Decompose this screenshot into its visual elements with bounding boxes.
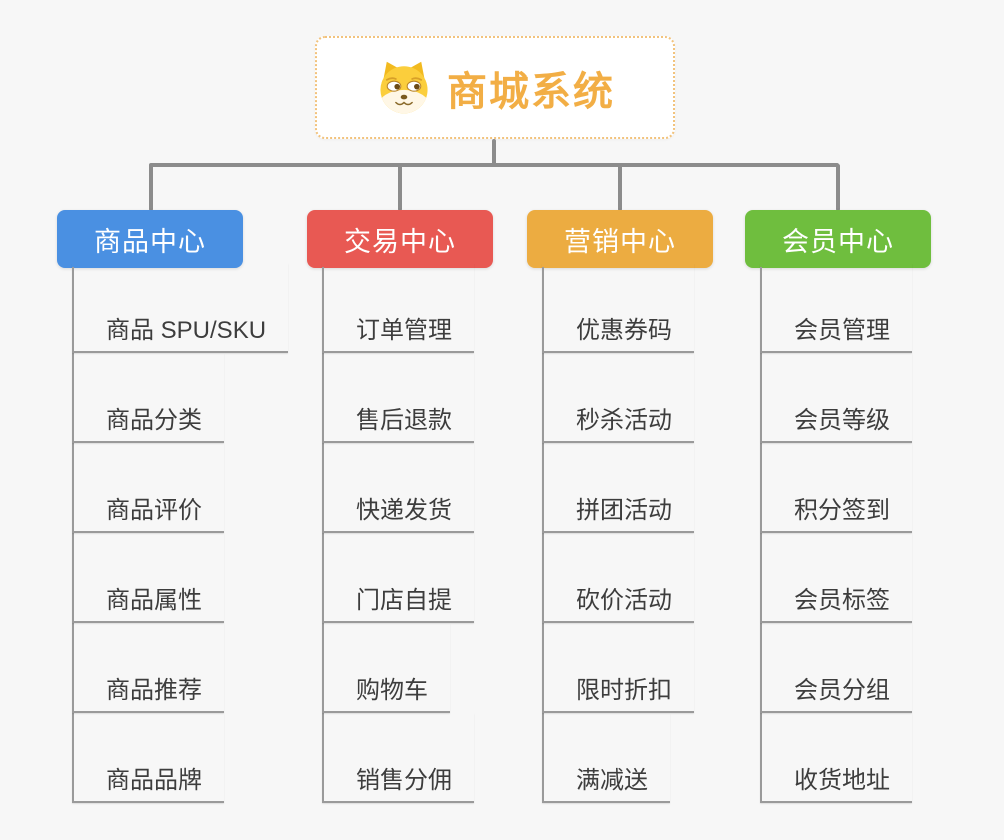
branch-item[interactable]: 门店自提 — [322, 533, 474, 623]
branch-item[interactable]: 商品属性 — [72, 533, 224, 623]
branch-items: 优惠券码 秒杀活动 拼团活动 砍价活动 限时折扣 满减送 — [542, 263, 694, 803]
branch-item[interactable]: 满减送 — [542, 713, 670, 803]
branch-item[interactable]: 销售分佣 — [322, 713, 474, 803]
branch-item[interactable]: 商品推荐 — [72, 623, 224, 713]
branch-item[interactable]: 秒杀活动 — [542, 353, 694, 443]
connector-drop-1 — [149, 164, 153, 211]
dog-face-icon — [380, 61, 428, 113]
branch-item[interactable]: 会员等级 — [760, 353, 912, 443]
branch-item[interactable]: 拼团活动 — [542, 443, 694, 533]
branch-item[interactable]: 商品分类 — [72, 353, 224, 443]
branch-item[interactable]: 快递发货 — [322, 443, 474, 533]
branch-item[interactable]: 会员标签 — [760, 533, 912, 623]
root-node[interactable]: 商城系统 — [315, 36, 675, 139]
branch-header-trade-center[interactable]: 交易中心 — [307, 210, 493, 268]
root-title: 商城系统 — [447, 69, 615, 114]
connector-drop-3 — [618, 164, 622, 211]
branch-item[interactable]: 商品品牌 — [72, 713, 224, 803]
branch-header-member-center[interactable]: 会员中心 — [745, 210, 931, 268]
branch-item[interactable]: 会员管理 — [760, 263, 912, 353]
branch-header-product-center[interactable]: 商品中心 — [57, 210, 243, 268]
connector-drop-2 — [398, 164, 402, 211]
branch-item[interactable]: 砍价活动 — [542, 533, 694, 623]
branch-spine — [322, 267, 324, 803]
branch-spine — [542, 267, 544, 803]
branch-item[interactable]: 售后退款 — [322, 353, 474, 443]
branch-item[interactable]: 会员分组 — [760, 623, 912, 713]
branch-items: 订单管理 售后退款 快递发货 门店自提 购物车 销售分佣 — [322, 263, 474, 803]
branch-item[interactable]: 订单管理 — [322, 263, 474, 353]
branch-item[interactable]: 购物车 — [322, 623, 450, 713]
branch-item[interactable]: 优惠券码 — [542, 263, 694, 353]
branch-items: 会员管理 会员等级 积分签到 会员标签 会员分组 收货地址 — [760, 263, 912, 803]
connector-root-stub — [492, 139, 496, 166]
branch-item[interactable]: 商品评价 — [72, 443, 224, 533]
branch-spine — [760, 267, 762, 803]
branch-item[interactable]: 收货地址 — [760, 713, 912, 803]
branch-item[interactable]: 商品 SPU/SKU — [72, 263, 289, 353]
branch-header-marketing-center[interactable]: 营销中心 — [527, 210, 713, 268]
branch-spine — [72, 267, 74, 803]
branch-item[interactable]: 积分签到 — [760, 443, 912, 533]
branch-items: 商品 SPU/SKU 商品分类 商品评价 商品属性 商品推荐 商品品牌 — [72, 263, 289, 803]
branch-item[interactable]: 限时折扣 — [542, 623, 694, 713]
connector-trunk — [149, 163, 839, 167]
connector-drop-4 — [836, 164, 840, 211]
